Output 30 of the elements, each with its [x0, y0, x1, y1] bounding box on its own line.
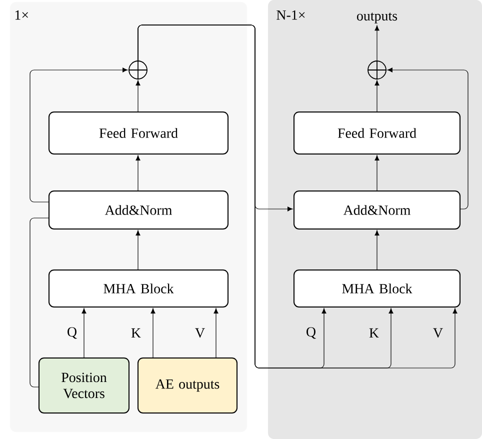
arrow: [214, 308, 218, 358]
arrow: [30, 68, 128, 202]
process-box: Position Vectors: [38, 358, 130, 414]
edge-label: V: [195, 328, 205, 338]
process-box: Feed Forward: [48, 112, 228, 154]
process-box: Add&Norm: [294, 190, 460, 230]
arrow: [374, 230, 380, 270]
process-box: AE outputs: [138, 358, 238, 414]
edge-label: Q: [68, 327, 77, 339]
edge-label: V: [433, 328, 443, 338]
arrow: [82, 308, 86, 358]
process-box: Feed Forward: [294, 112, 460, 154]
output-label: outputs: [357, 12, 398, 24]
adder-symbol: [367, 60, 387, 80]
arrow: [150, 308, 156, 358]
edge-label: K: [131, 328, 141, 338]
process-box: MHA Block: [48, 270, 228, 308]
arrow: [136, 155, 140, 191]
edge-label: Q: [306, 327, 316, 339]
arrow: [374, 25, 380, 61]
arrow: [138, 24, 458, 368]
arrow: [136, 230, 140, 270]
edge-label: K: [369, 328, 379, 338]
adder-symbol: [128, 60, 148, 80]
arrow: [374, 155, 380, 191]
process-box: MHA Block: [294, 270, 460, 308]
arrow: [387, 68, 468, 210]
process-box: Add&Norm: [48, 190, 228, 230]
arrow: [374, 80, 380, 112]
arrow: [136, 80, 140, 112]
